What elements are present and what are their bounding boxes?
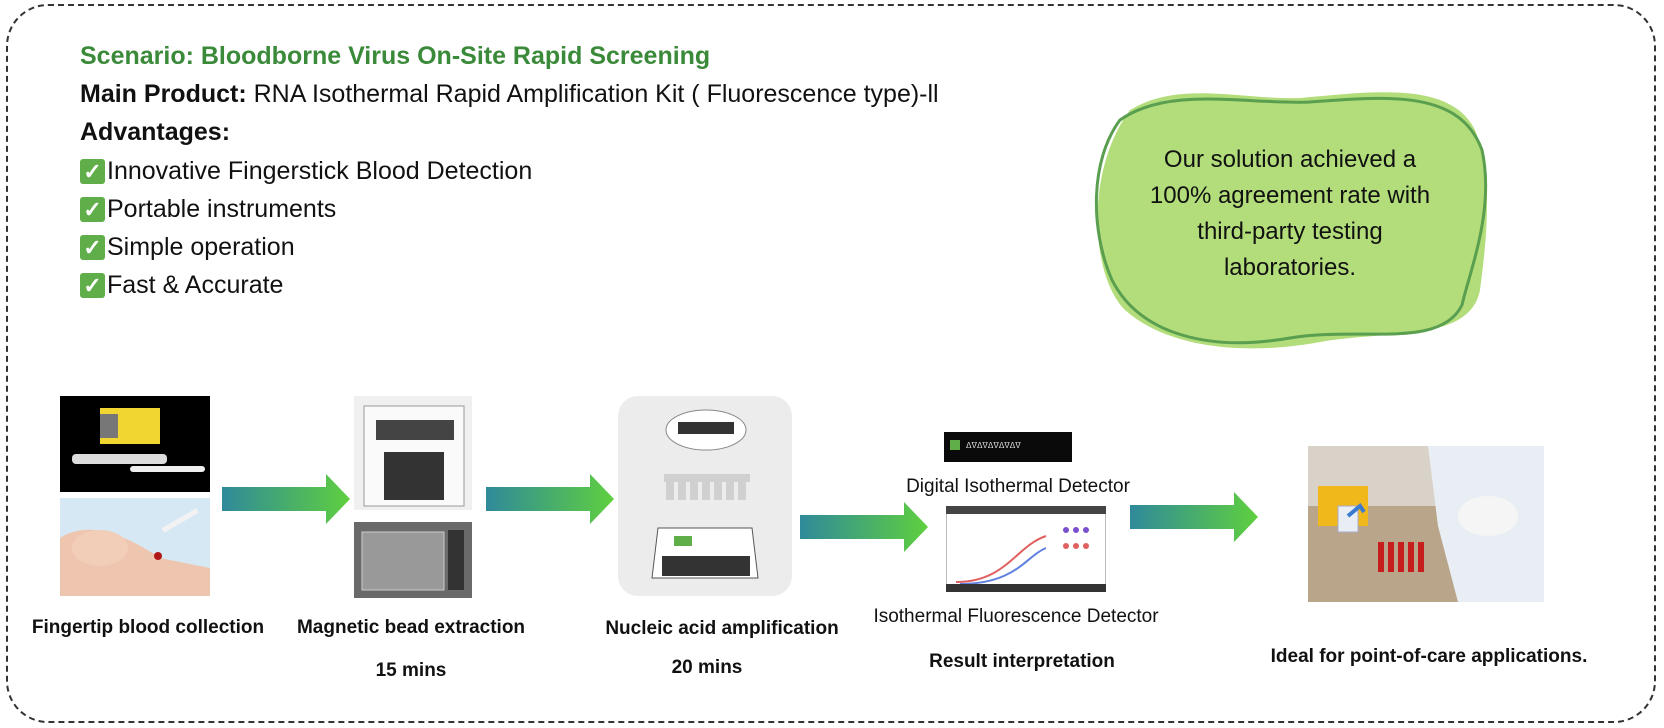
device2-label: Isothermal Fluorescence Detector	[873, 606, 1159, 627]
step2-label: Magnetic bead extraction	[296, 617, 526, 638]
bead-plate-image	[354, 522, 472, 598]
step2-time: 15 mins	[375, 660, 447, 681]
flow-arrow-3	[800, 502, 928, 552]
advantage-item: ✓Portable instruments	[80, 190, 532, 228]
callout-blob	[1094, 92, 1488, 349]
flow-arrow-2	[486, 474, 614, 524]
fluorescence-curve-image	[946, 506, 1106, 592]
extraction-instrument-image	[354, 396, 472, 510]
advantage-item: ✓Simple operation	[80, 228, 532, 266]
dashed-frame	[6, 4, 1656, 723]
check-icon: ✓	[80, 196, 105, 222]
amplification-image	[618, 396, 792, 596]
point-of-care-image	[1308, 446, 1544, 602]
check-icon: ✓	[80, 234, 105, 260]
check-icon: ✓	[80, 158, 105, 184]
step3-label: Nucleic acid amplification	[605, 618, 839, 639]
step5-label: Ideal for point-of-care applications.	[1270, 646, 1588, 667]
digital-detector-display-image: ᐃᐁᐃᐁᐃᐁᐃᐁᐃᐁ	[944, 432, 1072, 462]
flow-arrow-1	[222, 474, 350, 524]
main-product-label: Main Product:	[80, 80, 247, 108]
step3-time: 20 mins	[671, 657, 743, 678]
device1-label: Digital Isothermal Detector	[906, 476, 1130, 497]
advantage-item: ✓Fast & Accurate	[80, 266, 532, 304]
svg-text:ᐃᐁᐃᐁᐃᐁᐃᐁᐃᐁ: ᐃᐁᐃᐁᐃᐁᐃᐁᐃᐁ	[966, 442, 1021, 451]
advantages-title: Advantages:	[80, 118, 231, 146]
fingertip-image	[60, 498, 210, 596]
scenario-title: Scenario: Bloodborne Virus On-Site Rapid…	[80, 42, 711, 70]
callout-text: Our solution achieved a 100% agreement r…	[1149, 146, 1431, 281]
step4-label: Result interpretation	[929, 651, 1115, 672]
main-product-line: Main Product: RNA Isothermal Rapid Ampli…	[80, 80, 939, 109]
flow-arrow-4	[1130, 492, 1258, 542]
lancet-image	[60, 396, 210, 492]
check-icon: ✓	[80, 272, 105, 298]
advantages-list: ✓Innovative Fingerstick Blood Detection …	[80, 152, 532, 304]
step1-label: Fingertip blood collection	[31, 617, 265, 638]
advantage-item: ✓Innovative Fingerstick Blood Detection	[80, 152, 532, 190]
main-product-value: RNA Isothermal Rapid Amplification Kit (…	[246, 80, 939, 108]
